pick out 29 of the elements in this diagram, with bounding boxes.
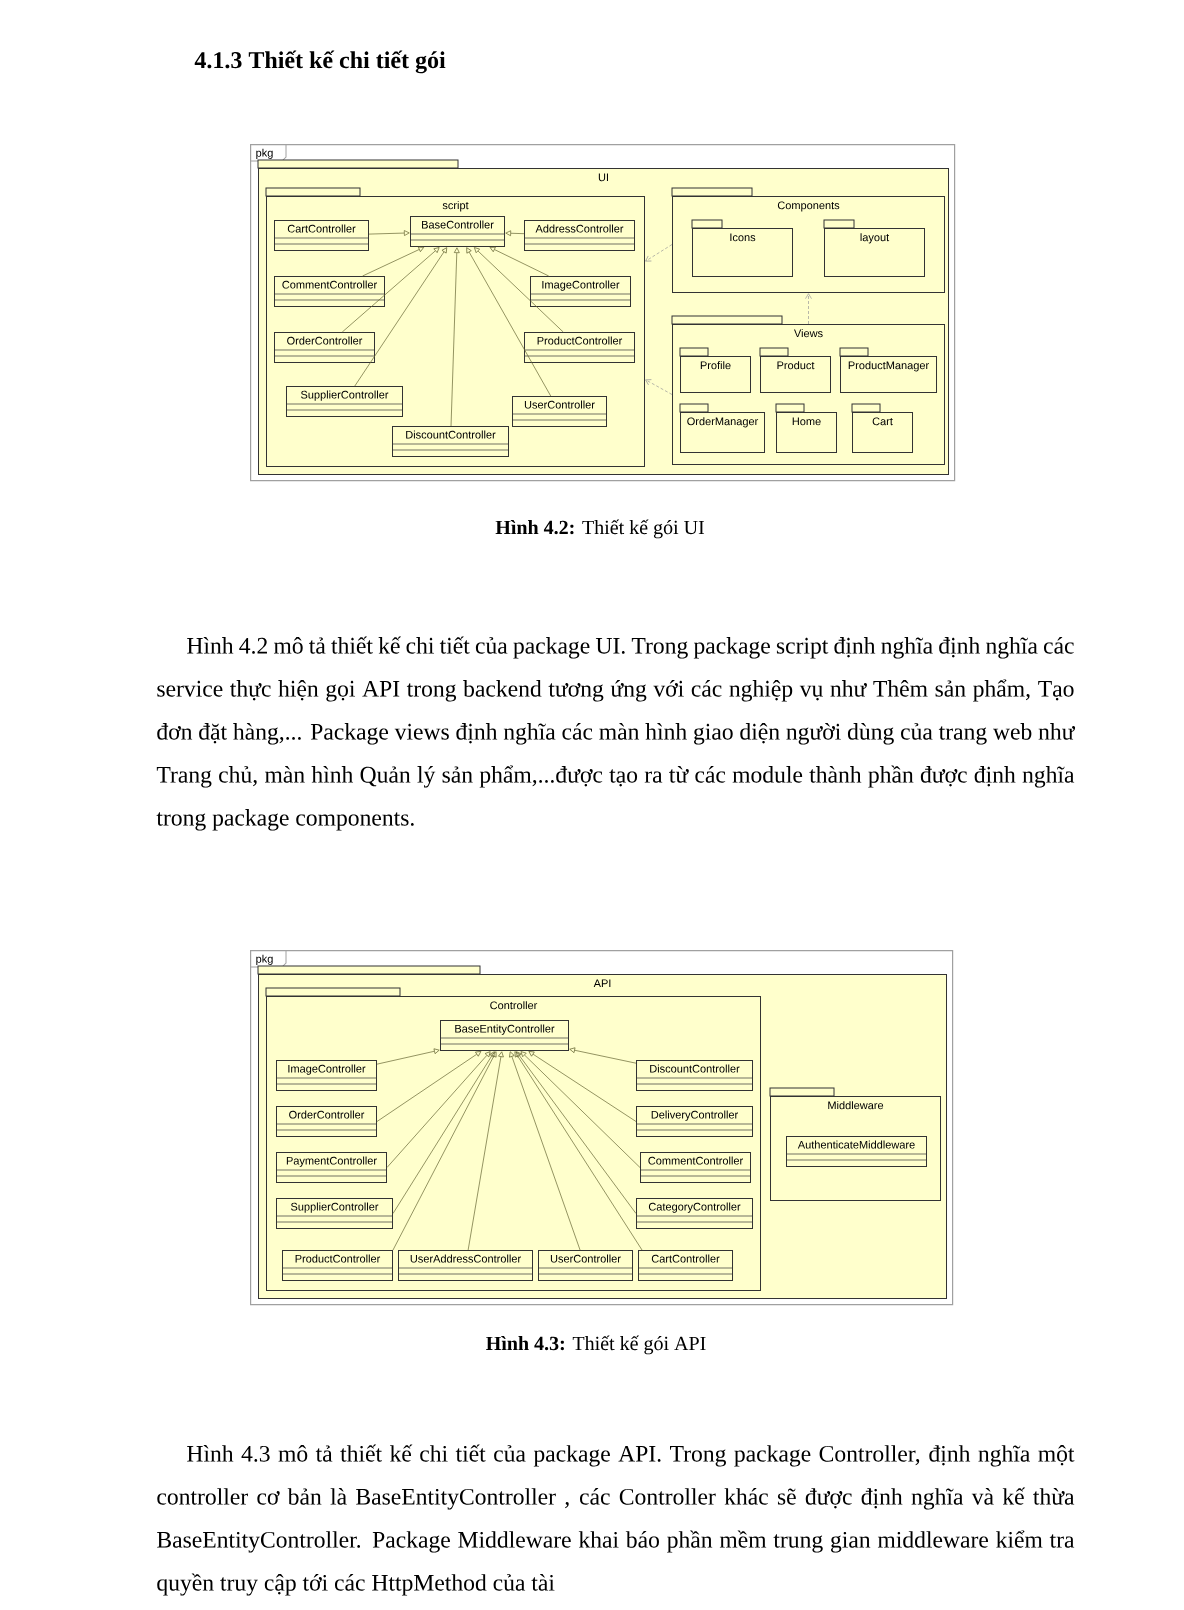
paragraph: Hình 4.3 mô tả thiết kế chi tiết của package API. Trong package Controller, định nghĩa một controller cơ bản là BaseEntityController , các Controller khác sẽ được định nghĩa và kế thừa BaseEntityController. Package Middleware khai báo phần mềm trung gian middleware kiểm tra quyền truy cập tới các HttpMethod của tài [157,1444,1075,1596]
inheritance-arrow [528,1051,637,1122]
inheritance-arrow [450,247,460,427]
inheritance-arrow [569,1047,637,1064]
figure-caption: Hình 4.3: Thiết kế gói API [486,1335,706,1355]
inheritance-arrow [341,247,440,333]
inheritance-arrow [520,1051,641,1168]
inheritance-arrow [354,247,448,387]
inheritance-arrow [474,247,564,333]
inheritance-arrow [392,1051,497,1251]
inheritance-arrow [392,1051,495,1214]
inheritance-arrow [368,230,410,236]
inheritance-arrow [489,246,550,277]
inheritance-arrow [362,246,425,277]
dependency-arrow [645,244,673,262]
inheritance-arrow [514,1051,643,1251]
dependency-arrow [645,379,673,395]
paragraph: Hình 4.2 mô tả thiết kế chi tiết của package UI. Trong package script định nghĩa định nghĩa các service thực hiện gọi API trong backend tương ứng với các nghiệp vụ như Thêm sản phẩm, Tạo đơn đặt hàng,... Package views định nghĩa các màn hình giao diện người dùng của trang web như Trang chủ, màn hình Quản lý sản phẩm,...được tạo ra từ các module thành phần được định nghĩa trong package components. [156,636,1076,831]
inheritance-arrow [509,1051,581,1251]
inheritance-arrow [466,247,552,397]
inheritance-arrow [516,1051,637,1214]
inheritance-arrow [505,230,525,237]
inheritance-arrow [376,1048,440,1065]
section-heading: 4.1.3 Thiết kế chi tiết gói [194,50,446,74]
inheritance-arrow [386,1051,491,1168]
inheritance-arrow [467,1051,504,1251]
dependency-arrow [805,293,812,325]
inheritance-arrow [376,1051,482,1122]
figure-caption: Hình 4.2: Thiết kế gói UI [495,519,705,539]
